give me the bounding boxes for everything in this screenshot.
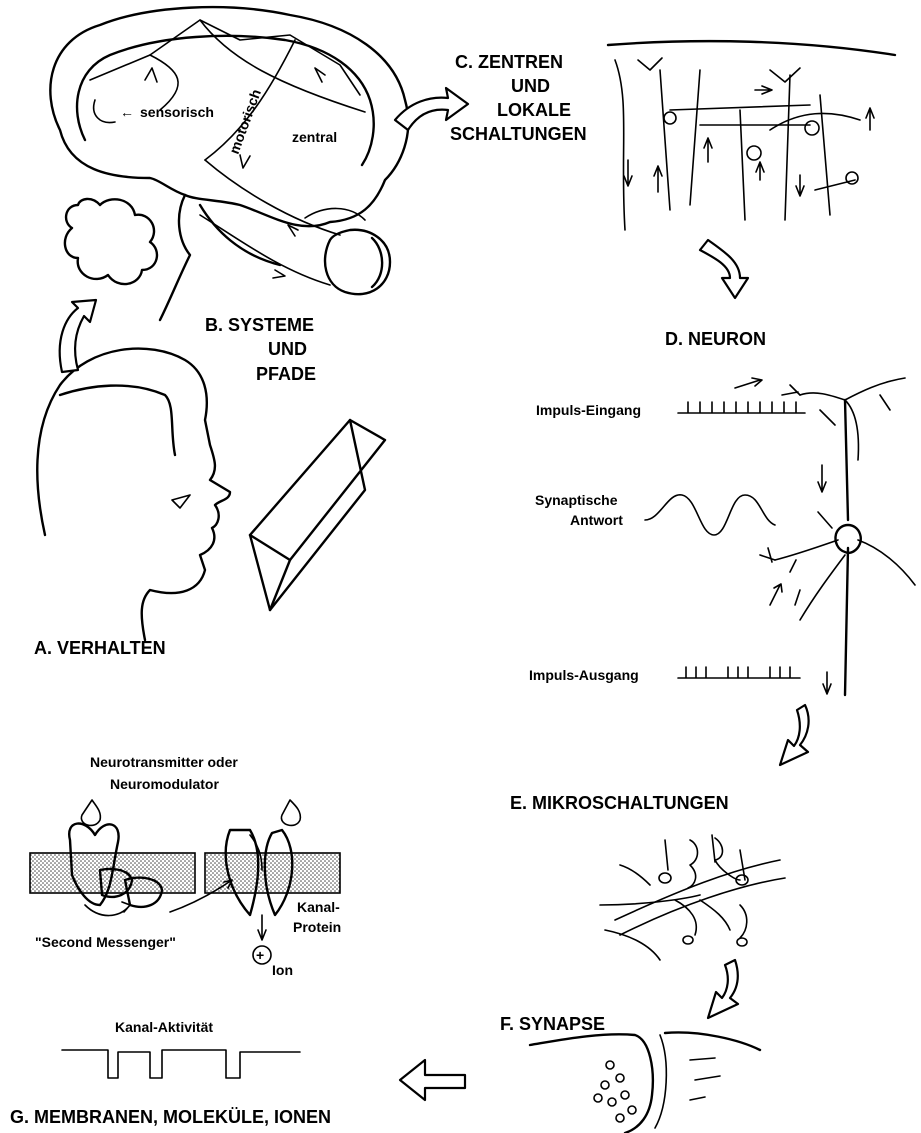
- neuron-figure: [735, 378, 915, 695]
- neuron-signals: [645, 402, 805, 678]
- label-e-microcircuits: E. MIKROSCHALTUNGEN: [510, 793, 729, 813]
- label-second-messenger: "Second Messenger": [35, 934, 176, 950]
- label-neurotransmitter-1: Neurotransmitter oder: [90, 754, 238, 770]
- label-c-line4: SCHALTUNGEN: [450, 124, 587, 144]
- label-c-line3: LOKALE: [497, 100, 571, 120]
- brain-label-arrow: ←: [120, 104, 134, 120]
- brain-label-sensorisch: sensorisch: [140, 104, 214, 120]
- behavior-figure: [37, 349, 385, 640]
- label-impulse-input: Impuls-Eingang: [536, 402, 641, 418]
- impulse-output-trace: [678, 667, 800, 678]
- arrow-c-to-d: [700, 240, 748, 298]
- brain-label-zentral: zentral: [292, 129, 337, 145]
- label-g-membranes: G. MEMBRANEN, MOLEKÜLE, IONEN: [10, 1107, 331, 1127]
- synaptic-response-trace: [645, 495, 775, 535]
- label-neurotransmitter-2: Neuromodulator: [110, 776, 219, 792]
- synapse-figure: [530, 1032, 760, 1133]
- arrow-d-to-e: [780, 705, 809, 765]
- channel-activity-trace: [62, 1050, 300, 1078]
- arrow-f-to-g: [400, 1060, 465, 1100]
- label-b-line2: UND: [268, 339, 307, 359]
- label-impulse-output: Impuls-Ausgang: [529, 667, 639, 683]
- ligand-right-icon: [281, 800, 300, 825]
- microcircuits-figure: [600, 835, 785, 960]
- label-d-neuron: D. NEURON: [665, 329, 766, 349]
- brain-pathways-figure: ← sensorisch zentral motorisch: [50, 7, 408, 320]
- ion-plus-sign: +: [256, 947, 264, 963]
- label-c-line1: C. ZENTREN: [455, 52, 563, 72]
- local-circuits-figure: [608, 41, 895, 230]
- arrow-a-to-b: [60, 300, 96, 372]
- label-b-line1: B. SYSTEME: [205, 315, 314, 335]
- brain-label-motorisch: motorisch: [226, 87, 264, 156]
- label-f-synapse: F. SYNAPSE: [500, 1014, 605, 1034]
- label-synaptic-response-1: Synaptische: [535, 492, 618, 508]
- label-c-line2: UND: [511, 76, 550, 96]
- label-a-behavior: A. VERHALTEN: [34, 638, 166, 658]
- arrow-e-to-f: [708, 960, 738, 1018]
- label-channel-activity: Kanal-Aktivität: [115, 1019, 213, 1035]
- label-channel-protein-1: Kanal-: [297, 899, 340, 915]
- label-synaptic-response-2: Antwort: [570, 512, 623, 528]
- label-channel-protein-2: Protein: [293, 919, 341, 935]
- impulse-input-trace: [678, 402, 805, 413]
- label-ion: Ion: [272, 962, 293, 978]
- ligand-left-icon: [81, 800, 100, 825]
- label-b-line3: PFADE: [256, 364, 316, 384]
